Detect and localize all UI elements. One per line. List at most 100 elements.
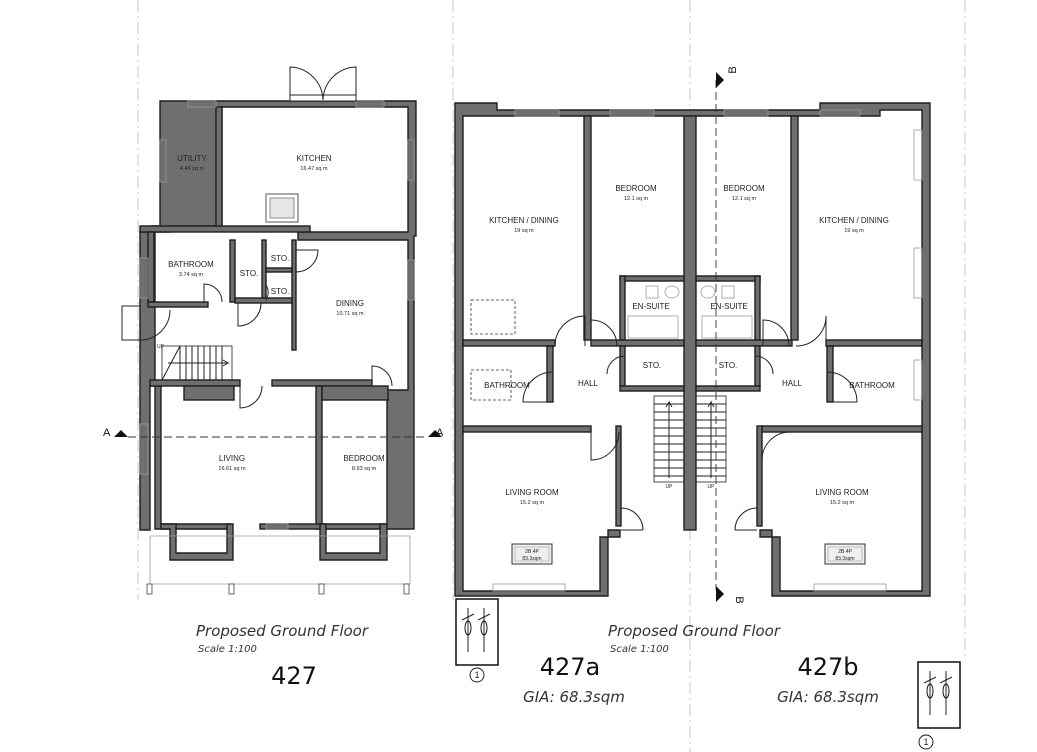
section-marker-b-bottom xyxy=(716,586,724,602)
doors-pair xyxy=(522,315,858,531)
room-area-dining: 10.71 sq m xyxy=(336,311,364,317)
plan-427a-427b: B B KITCHEN / DINING 19 sq m BEDROOM 12.… xyxy=(454,66,931,604)
room-label-sto-b: STO. xyxy=(719,361,738,370)
doors-427 xyxy=(121,249,393,409)
section-label-b-top: B xyxy=(727,66,739,73)
wall-ensuite-a-top xyxy=(619,275,685,282)
wall-kitchen-b-south xyxy=(825,339,923,347)
room-label-ensuite-a: EN-SUITE xyxy=(632,302,669,311)
unit-tag-b-line1: 2B 4P xyxy=(838,549,852,555)
room-area-bedroom: 8.93 sq m xyxy=(352,466,377,472)
wall-sto-mid xyxy=(265,267,293,273)
window-kitchen-side xyxy=(407,139,415,181)
wall-sto-b-bottom xyxy=(695,385,761,392)
room-label-living-a: LIVING ROOM xyxy=(505,488,559,497)
outer-walls-pair xyxy=(454,102,931,597)
stairs-pair xyxy=(653,395,727,483)
wall-bed-b xyxy=(790,115,799,341)
room-label-bedroom: BEDROOM xyxy=(343,454,385,463)
stair-up-label-a: UP xyxy=(666,484,674,490)
section-label-a-left: A xyxy=(103,427,111,439)
room-label-bedroom-a: BEDROOM xyxy=(615,184,657,193)
wall-living-b-west xyxy=(756,425,763,527)
wall-sto-dining xyxy=(291,239,297,351)
canopy-427 xyxy=(146,535,411,595)
wall-ensuite-b-side xyxy=(754,275,761,341)
number-427a: 427a xyxy=(540,653,601,681)
section-marker-b-top xyxy=(716,72,724,88)
wall-living-bay-left xyxy=(183,385,235,401)
window-dining xyxy=(407,259,415,301)
kitchen-island-a xyxy=(470,299,516,335)
plan-427: A A UTILITY 4.49 sq m KITCHEN 16.47 sq m… xyxy=(103,66,444,595)
window-front xyxy=(265,523,289,530)
room-area-bedroom-b: 12.1 sq m xyxy=(732,196,757,202)
wall-kitchen-a-south xyxy=(462,339,556,347)
wall-living-a-east xyxy=(615,425,622,527)
window-utility-side xyxy=(159,139,167,183)
room-label-living-b: LIVING ROOM xyxy=(815,488,869,497)
room-label-sto-2: STO. xyxy=(271,254,290,263)
room-area-living-b: 15.2 sq m xyxy=(830,500,855,506)
window-utility xyxy=(187,100,217,108)
room-area-kitchen-b: 19 sq m xyxy=(844,228,864,234)
room-label-dining: DINING xyxy=(336,299,364,308)
bike-store-b: 1 xyxy=(917,661,961,750)
number-427b: 427b xyxy=(797,653,858,681)
room-area-bedroom-a: 12.1 sq m xyxy=(624,196,649,202)
scale-pair: Scale 1:100 xyxy=(610,644,669,655)
rooflight-inner-427 xyxy=(269,197,295,219)
room-area-bathroom: 3.74 sq m xyxy=(179,272,204,278)
wall-living-a-north xyxy=(462,425,592,433)
window-bath xyxy=(139,257,149,299)
stairs-427 xyxy=(161,345,233,381)
section-label-b-bottom: B xyxy=(733,596,745,603)
room-label-utility: UTILITY xyxy=(177,154,207,163)
wall-bed-a xyxy=(583,115,592,341)
room-label-living: LIVING xyxy=(219,454,245,463)
wall-sto-b xyxy=(754,345,761,387)
wall-sto-a-bottom xyxy=(619,385,685,392)
wall-bed-north xyxy=(321,385,389,401)
section-marker-a-left xyxy=(114,430,128,437)
room-area-kitchen-a: 19 sq m xyxy=(514,228,534,234)
room-label-bathroom: BATHROOM xyxy=(168,260,214,269)
unit-tag-b: 2B 4P 83.3sqm xyxy=(824,543,866,565)
french-doors-kitchen xyxy=(289,66,357,102)
wall-living-north xyxy=(271,379,373,387)
wall-hall-south xyxy=(149,379,241,387)
room-label-bathroom-b: BATHROOM xyxy=(849,381,895,390)
gia-427b: GIA: 68.3sqm xyxy=(777,688,879,706)
room-area-living: 16.61 sq m xyxy=(218,466,246,472)
wall-bath-b xyxy=(826,345,834,403)
windows-pair xyxy=(492,109,923,592)
room-label-kitchen-a: KITCHEN / DINING xyxy=(489,216,559,225)
stair-up-label-427: UP xyxy=(157,344,165,350)
title-427: Proposed Ground Floor xyxy=(196,622,369,640)
section-label-a-right: A xyxy=(436,427,444,439)
room-label-kitchen: KITCHEN xyxy=(296,154,331,163)
wall-sto-south xyxy=(234,297,293,304)
room-label-sto-a: STO. xyxy=(643,361,662,370)
room-label-sto-3: STO. xyxy=(271,287,290,296)
unit-tag-a-line2: 83.3sqm xyxy=(522,556,541,562)
room-label-hall-b: HALL xyxy=(782,379,803,388)
window-kitchen xyxy=(355,100,385,108)
title-pair: Proposed Ground Floor xyxy=(608,622,781,640)
party-wall xyxy=(683,115,697,531)
bike-store-a: 1 xyxy=(455,598,499,683)
bath-a-fitting xyxy=(470,369,512,401)
unit-tag-a: 2B 4P 83.3sqm xyxy=(511,543,553,565)
room-label-ensuite-b: EN-SUITE xyxy=(710,302,747,311)
wall-hall-a-north xyxy=(590,339,685,347)
room-area-kitchen: 16.47 sq m xyxy=(300,166,328,172)
scale-427: Scale 1:100 xyxy=(198,644,257,655)
wall-front xyxy=(259,523,321,530)
section-marker-a-right xyxy=(428,430,442,437)
stair-up-label-b: UP xyxy=(708,484,716,490)
room-label-hall-a: HALL xyxy=(578,379,599,388)
bay-window-living xyxy=(160,523,234,561)
bike-store-a-number: 1 xyxy=(474,670,479,680)
wall-utility-kitchen xyxy=(215,106,223,228)
